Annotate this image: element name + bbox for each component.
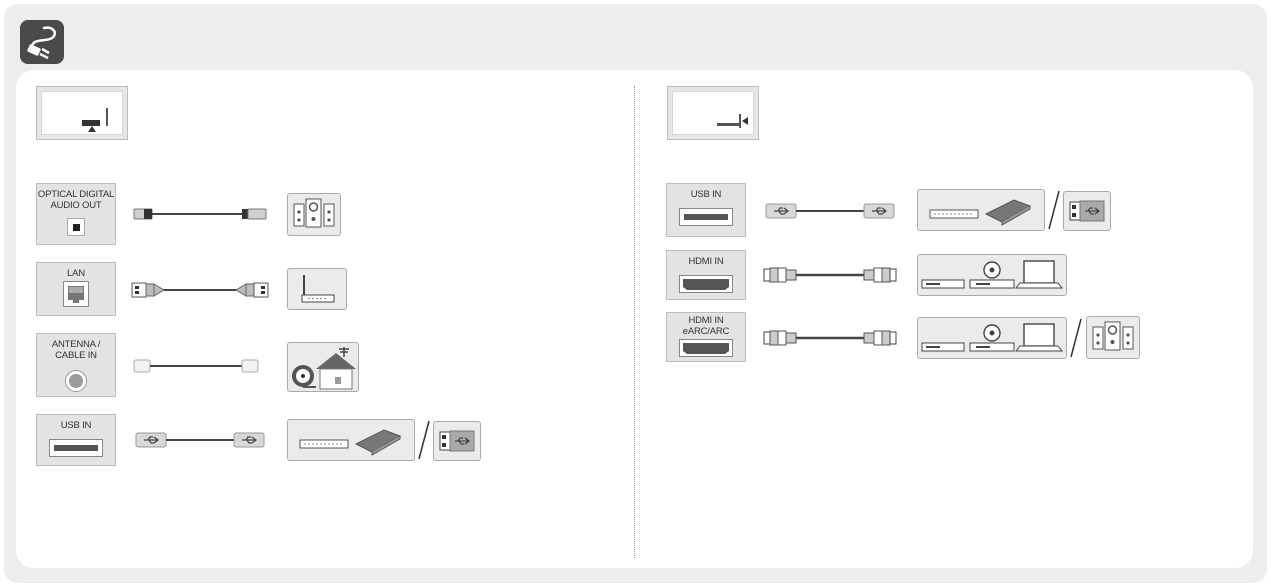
usb-cable-icon xyxy=(760,199,900,223)
or-divider-slash xyxy=(1068,317,1084,359)
port-label: HDMI IN xyxy=(688,256,724,267)
port-hdmi-in: HDMI IN xyxy=(666,250,746,300)
usb-cable-icon xyxy=(130,428,270,452)
port-label: USB IN xyxy=(60,420,92,431)
port-label: HDMI IN eARC/ARC xyxy=(682,315,730,337)
speaker-system-icon xyxy=(287,193,341,236)
external-storage-icon xyxy=(287,419,415,461)
media-devices-icon xyxy=(917,317,1067,359)
media-devices-icon xyxy=(917,254,1067,296)
or-divider-slash xyxy=(1046,189,1062,231)
optical-cable-icon xyxy=(130,202,270,226)
panel-divider xyxy=(634,86,635,558)
or-divider-slash xyxy=(416,419,432,461)
port-label: ANTENNA / CABLE IN xyxy=(51,339,101,361)
tv-rear-bottom-port-icon xyxy=(36,86,128,140)
external-storage-icon xyxy=(917,189,1045,231)
port-label: USB IN xyxy=(690,189,722,200)
port-label: LAN xyxy=(67,268,85,279)
hdmi-cable-icon xyxy=(760,326,900,350)
lan-cable-icon xyxy=(130,278,270,302)
tv-rear-side-port-icon xyxy=(667,86,759,140)
port-hdmi-in-earc-arc: HDMI IN eARC/ARC xyxy=(666,312,746,362)
router-icon xyxy=(287,268,347,310)
usb-stick-icon xyxy=(1063,191,1111,231)
antenna-house-icon xyxy=(287,342,359,392)
port-label: OPTICAL DIGITAL AUDIO OUT xyxy=(37,189,115,211)
port-usb-in: USB IN xyxy=(36,414,116,466)
hdmi-cable-icon xyxy=(760,263,900,287)
cable-plug-icon xyxy=(20,20,64,64)
port-usb-in: USB IN xyxy=(666,183,746,237)
port-antenna-cable-in: ANTENNA / CABLE IN xyxy=(36,333,116,397)
port-optical-audio-out: OPTICAL DIGITAL AUDIO OUT xyxy=(36,183,116,245)
port-lan: LAN xyxy=(36,262,116,316)
usb-stick-icon xyxy=(433,421,481,461)
antenna-cable-icon xyxy=(130,354,270,378)
speaker-system-icon xyxy=(1086,316,1140,359)
